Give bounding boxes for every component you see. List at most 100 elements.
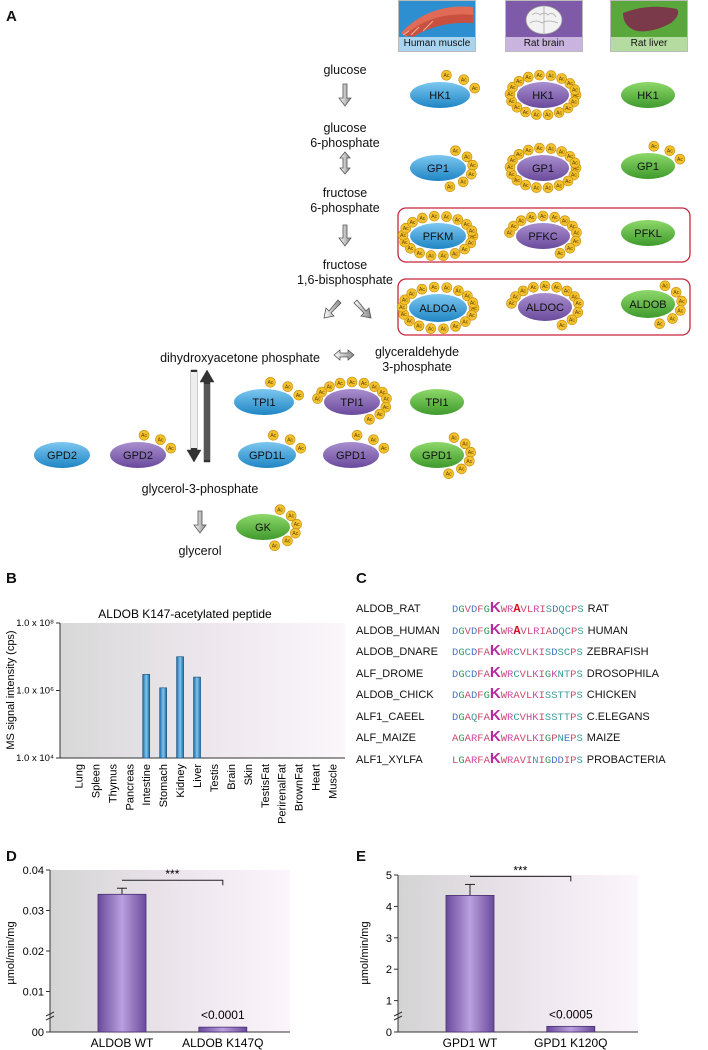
sequence-name: ALDOB_HUMAN bbox=[356, 624, 440, 637]
svg-text:Ac: Ac bbox=[571, 173, 577, 179]
svg-text:Ac: Ac bbox=[677, 308, 683, 314]
svg-text:Ac: Ac bbox=[520, 289, 526, 295]
svg-text:Ac: Ac bbox=[288, 514, 294, 520]
sequence: DGCDFAKWRCVLKISDSCPS bbox=[452, 642, 583, 659]
organism-name: CHICKEN bbox=[586, 689, 637, 701]
acetyl-group-icon: Ac bbox=[413, 320, 425, 332]
svg-text:Ac: Ac bbox=[548, 146, 554, 152]
svg-text:Ac: Ac bbox=[545, 113, 551, 119]
svg-text:Ac: Ac bbox=[534, 112, 540, 118]
svg-text:Ac: Ac bbox=[556, 183, 562, 189]
acetyl-group-icon: Ac bbox=[556, 73, 567, 84]
enzyme-label: TPI1 bbox=[425, 397, 448, 409]
x-tick-label: GPD1 WT bbox=[443, 1036, 498, 1050]
svg-text:Ac: Ac bbox=[523, 183, 529, 189]
acetyl-group-icon: Ac bbox=[664, 145, 676, 156]
svg-text:Ac: Ac bbox=[452, 251, 458, 257]
svg-text:Ac: Ac bbox=[349, 380, 355, 386]
metabolite-glucose: glucose bbox=[323, 63, 367, 77]
sequence: DGVDFGKWRAVLRIADQCPS bbox=[452, 620, 584, 638]
acetyl-group-icon: Ac bbox=[572, 307, 584, 318]
tissue-header-rat-brain: Rat brain bbox=[505, 0, 583, 52]
svg-text:Ac: Ac bbox=[272, 544, 278, 550]
enzyme-gpd2-rat-brain: GPD2 bbox=[110, 442, 166, 468]
svg-text:Ac: Ac bbox=[379, 390, 385, 396]
svg-text:Ac: Ac bbox=[559, 323, 565, 329]
acetyl-group-icon: Ac bbox=[510, 291, 521, 302]
svg-text:Ac: Ac bbox=[444, 285, 450, 291]
svg-text:Ac: Ac bbox=[285, 539, 291, 545]
sequence-name: ALF_MAIZE bbox=[356, 732, 416, 744]
svg-text:Ac: Ac bbox=[572, 88, 578, 94]
y-tick-label: 00 bbox=[32, 1027, 44, 1039]
acetyl-group-icon: Ac bbox=[458, 74, 470, 85]
svg-text:Ac: Ac bbox=[466, 459, 472, 465]
acetyl-group-icon: Ac bbox=[659, 280, 671, 292]
acetyl-group-icon: Ac bbox=[545, 143, 557, 154]
enzyme-gpd2-human-muscle: GPD2 bbox=[34, 442, 90, 468]
acetyl-group-icon: Ac bbox=[417, 212, 428, 224]
svg-text:Ac: Ac bbox=[469, 229, 475, 235]
acetyl-group-icon: Ac bbox=[438, 323, 449, 335]
panel-label-c: C bbox=[356, 570, 367, 587]
organism-name: RAT bbox=[587, 603, 609, 615]
acetyl-group-icon: Ac bbox=[562, 175, 574, 187]
svg-text:Ac: Ac bbox=[383, 405, 389, 411]
tissue-label: Rat liver bbox=[611, 37, 687, 51]
acetyl-group-icon: Ac bbox=[456, 463, 467, 475]
enzyme-label: GP1 bbox=[637, 161, 659, 173]
sequence-name: ALF1_CAEEL bbox=[356, 710, 425, 723]
acetyl-group-icon: Ac bbox=[448, 432, 460, 443]
sequence: LGARFAKWRAVINIGDDIPS bbox=[452, 749, 583, 767]
svg-text:Ac: Ac bbox=[416, 324, 422, 330]
acetyl-group-icon: Ac bbox=[444, 181, 456, 193]
svg-text:Ac: Ac bbox=[537, 146, 543, 152]
enzyme-label: GPD1 bbox=[336, 450, 366, 462]
enzyme-label: ALDOA bbox=[419, 303, 457, 315]
bar-aldob-wt bbox=[97, 893, 147, 1033]
enzyme-label: ALDOC bbox=[526, 302, 564, 314]
acetyl-group-icon: Ac bbox=[457, 176, 469, 188]
y-axis-label: µmol/min/mg bbox=[5, 921, 17, 984]
svg-text:Ac: Ac bbox=[516, 152, 522, 158]
bar-stomach bbox=[159, 687, 167, 759]
enzyme-label: GPD2 bbox=[47, 450, 77, 462]
acetyl-group-icon: Ac bbox=[369, 381, 380, 392]
svg-text:Ac: Ac bbox=[431, 214, 437, 220]
svg-text:Ac: Ac bbox=[296, 393, 302, 399]
svg-text:Ac: Ac bbox=[569, 318, 575, 324]
acetyl-group-icon: Ac bbox=[290, 527, 301, 539]
acetyl-group-icon: Ac bbox=[674, 153, 686, 165]
enzyme-gp1-rat-brain: GP1 bbox=[517, 155, 569, 181]
svg-text:Ac: Ac bbox=[468, 172, 474, 178]
acetyl-group-icon: Ac bbox=[670, 286, 682, 298]
enzyme-hk1-rat-liver: HK1 bbox=[621, 82, 675, 108]
acetyl-group-icon: Ac bbox=[553, 107, 565, 118]
acetyl-group-icon: Ac bbox=[380, 401, 392, 413]
acetyl-group-icon: Ac bbox=[531, 109, 542, 120]
svg-text:Ac: Ac bbox=[575, 310, 581, 316]
svg-text:Ac: Ac bbox=[462, 247, 468, 253]
y-tick-label: 1.0 x 10⁴ bbox=[16, 753, 54, 764]
x-tick-label: Testis bbox=[209, 764, 221, 793]
svg-text:Ac: Ac bbox=[507, 230, 513, 236]
enzyme-aldoc-rat-brain: ALDOC bbox=[518, 293, 572, 321]
acetyl-group-icon: Ac bbox=[564, 242, 576, 254]
acetyl-group-icon: Ac bbox=[443, 468, 454, 480]
acetylated-lysine: K bbox=[489, 728, 501, 745]
acetyl-group-icon: Ac bbox=[324, 381, 335, 392]
x-tick-label: Skin bbox=[243, 764, 255, 785]
svg-text:Ac: Ac bbox=[511, 224, 517, 230]
plot-area bbox=[398, 875, 638, 1032]
enzyme-pfkl-rat-liver: PFKL bbox=[621, 220, 675, 246]
acetyl-group-icon: Ac bbox=[346, 376, 358, 388]
svg-text:Ac: Ac bbox=[679, 299, 685, 305]
svg-text:Ac: Ac bbox=[556, 110, 562, 116]
enzyme-aldoa-human-muscle: ALDOA bbox=[409, 294, 467, 322]
bar-kidney bbox=[176, 656, 184, 759]
enzyme-label: GP1 bbox=[532, 163, 554, 175]
svg-text:Ac: Ac bbox=[441, 327, 447, 333]
